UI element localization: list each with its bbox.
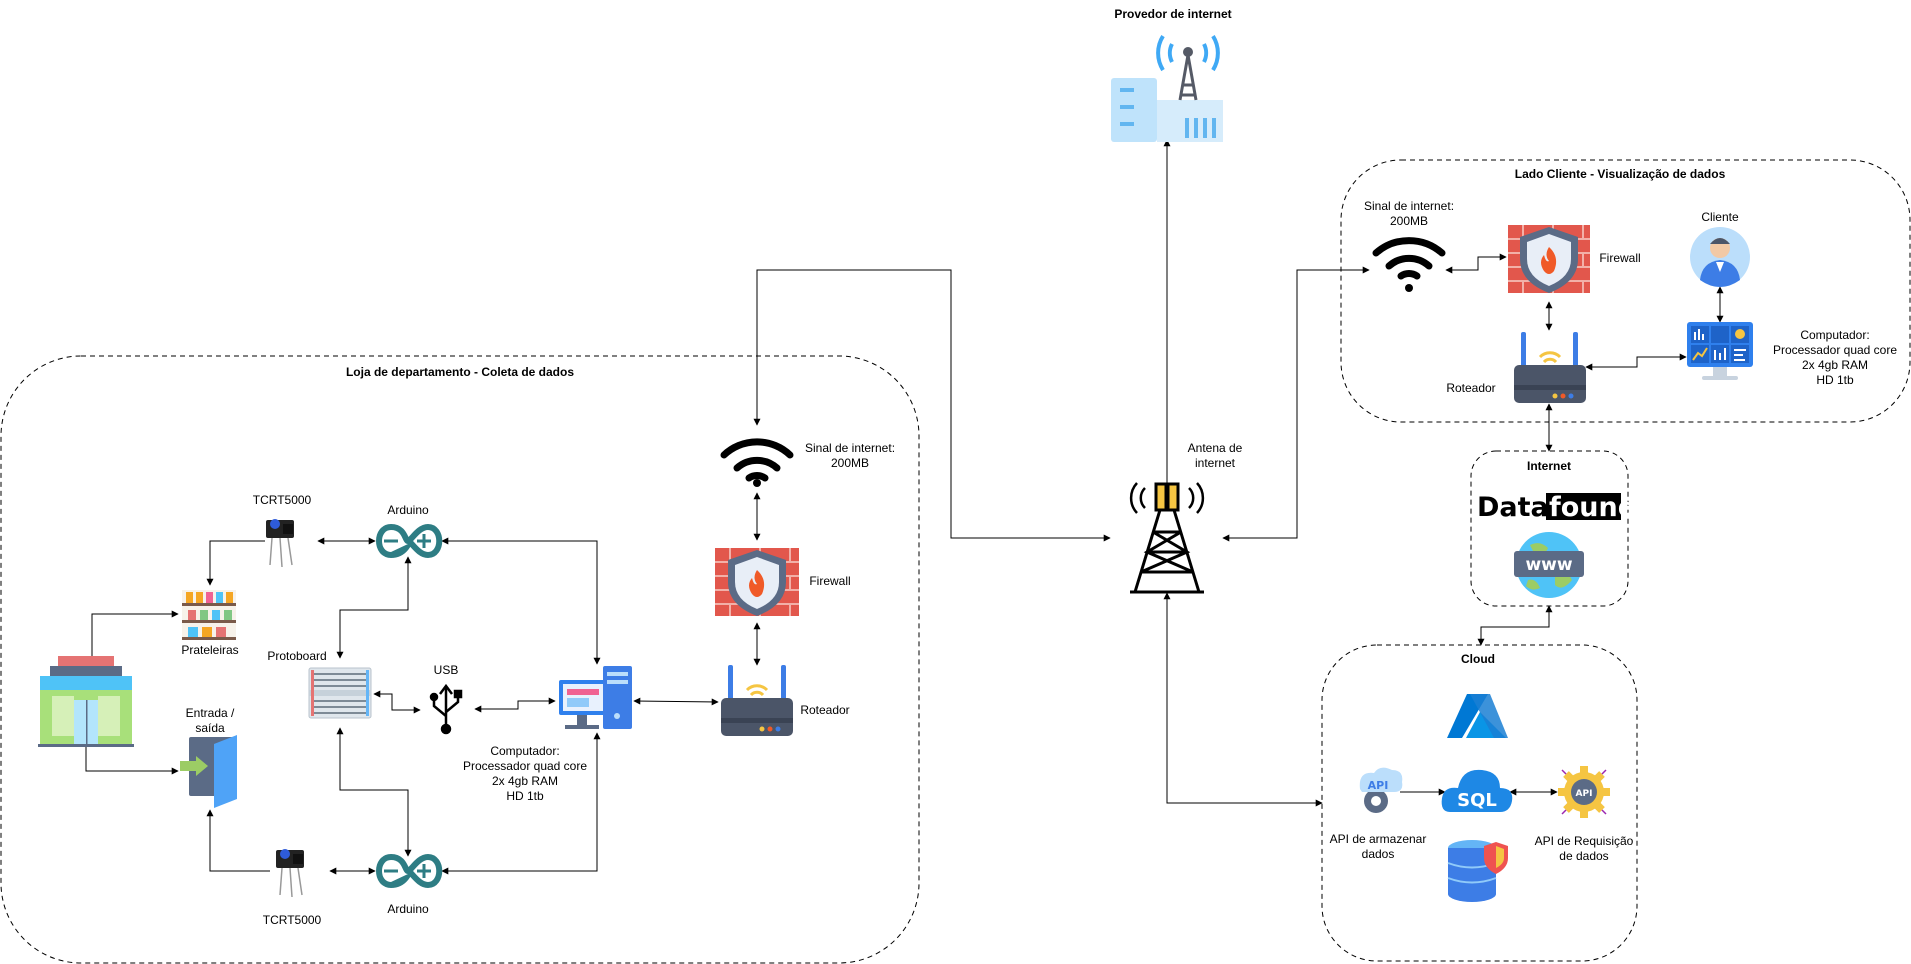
edge-antenna-client-signal bbox=[1222, 266, 1370, 542]
www-globe-icon: www bbox=[1514, 532, 1584, 598]
client-group-title: Lado Cliente - Visualização de dados bbox=[1515, 167, 1726, 181]
client-person-label: Cliente bbox=[1701, 210, 1739, 224]
client-dashboard-computer-icon bbox=[1687, 322, 1753, 380]
store-firewall-label: Firewall bbox=[809, 574, 851, 588]
entrance-door-icon bbox=[180, 735, 237, 808]
shelves-label: Prateleiras bbox=[181, 643, 239, 657]
protoboard-label: Protoboard bbox=[267, 649, 327, 663]
store-group-title: Loja de departamento - Coleta de dados bbox=[346, 365, 574, 379]
store-firewall-icon bbox=[715, 548, 799, 616]
api-store-badge: API bbox=[1368, 779, 1389, 792]
store-router-icon bbox=[721, 665, 793, 736]
edge-protoboard-arduino-bottom bbox=[336, 727, 412, 857]
usb-label: USB bbox=[433, 663, 459, 677]
client-avatar-icon bbox=[1690, 227, 1750, 287]
database-icon bbox=[1447, 840, 1508, 902]
datafound-logo: Data found bbox=[1477, 492, 1637, 523]
tcrt-bottom-label: TCRT5000 bbox=[262, 913, 322, 927]
arduino-bottom-icon bbox=[376, 853, 443, 889]
client-router-icon bbox=[1514, 332, 1586, 403]
www-label: www bbox=[1525, 555, 1572, 575]
shelves-icon bbox=[182, 590, 236, 640]
edge-computer-arduino-top bbox=[441, 537, 601, 665]
arduino-bottom-label: Arduino bbox=[387, 902, 429, 916]
cloud-group-title: Cloud bbox=[1461, 652, 1495, 666]
edge-client-router-computer bbox=[1585, 353, 1687, 371]
client-group-container bbox=[1340, 159, 1911, 423]
datafound-prefix: Data bbox=[1477, 492, 1549, 523]
client-firewall-label: Firewall bbox=[1599, 251, 1641, 265]
edge-tcrt-entrance bbox=[206, 809, 270, 872]
provider-title: Provedor de internet bbox=[1114, 7, 1231, 21]
store-building-icon bbox=[38, 656, 134, 747]
arduino-top-icon bbox=[376, 523, 443, 559]
edge-arduino-top-protoboard bbox=[336, 556, 412, 659]
store-signal-label: Sinal de internet: 200MB bbox=[804, 441, 896, 470]
sql-label: SQL bbox=[1457, 790, 1497, 811]
store-group-container bbox=[0, 355, 920, 964]
client-wifi-icon bbox=[1372, 237, 1446, 292]
entrance-label: Entrada / saída bbox=[185, 706, 235, 735]
sql-cloud-icon: SQL bbox=[1441, 769, 1513, 812]
edge-internet-cloud bbox=[1477, 605, 1553, 646]
client-firewall-icon bbox=[1508, 225, 1590, 293]
azure-logo-icon bbox=[1447, 694, 1508, 738]
edge-store-shelves bbox=[91, 610, 179, 657]
provider-building-icon bbox=[1111, 34, 1223, 142]
api-request-gear-icon: API bbox=[1558, 766, 1610, 818]
connectors bbox=[85, 139, 1724, 875]
store-computer-icon bbox=[559, 666, 632, 729]
internet-group-title: Internet bbox=[1527, 459, 1571, 473]
antenna-label: Antena de internet bbox=[1187, 441, 1243, 470]
edge-computer-arduino-bottom bbox=[441, 732, 601, 875]
edge-antenna-store-signal bbox=[753, 269, 1111, 542]
edge-tcrt-shelves bbox=[206, 540, 265, 586]
client-computer-label: Computador: Processador quad core 2x 4gb… bbox=[1772, 328, 1898, 387]
edge-antenna-cloud bbox=[1163, 592, 1323, 807]
store-computer-label: Computador: Processador quad core 2x 4gb… bbox=[462, 744, 588, 803]
tcrt-top-label: TCRT5000 bbox=[252, 493, 312, 507]
antenna-tower-icon bbox=[1129, 482, 1205, 594]
store-wifi-icon bbox=[720, 438, 794, 487]
edge-computer-usb bbox=[474, 697, 556, 713]
client-router-label: Roteador bbox=[1446, 381, 1496, 395]
api-store-icon: API bbox=[1359, 767, 1403, 813]
edge-client-signal-firewall bbox=[1445, 253, 1507, 274]
store-router-label: Roteador bbox=[800, 703, 850, 717]
api-store-label: API de armazenar dados bbox=[1329, 832, 1427, 861]
edge-usb-protoboard bbox=[373, 690, 421, 714]
arduino-top-label: Arduino bbox=[387, 503, 429, 517]
client-signal-label: Sinal de internet: 200MB bbox=[1363, 199, 1455, 228]
api-request-badge: API bbox=[1576, 789, 1593, 799]
tcrt-bottom-icon bbox=[276, 849, 304, 898]
datafound-suffix: found bbox=[1549, 492, 1637, 523]
edge-router-computer bbox=[633, 697, 719, 706]
protoboard-icon bbox=[308, 667, 372, 719]
api-request-label: API de Requisição de dados bbox=[1534, 834, 1634, 863]
tcrt-top-icon bbox=[266, 519, 294, 568]
usb-icon bbox=[429, 683, 463, 735]
edge-store-entrance bbox=[85, 745, 179, 775]
